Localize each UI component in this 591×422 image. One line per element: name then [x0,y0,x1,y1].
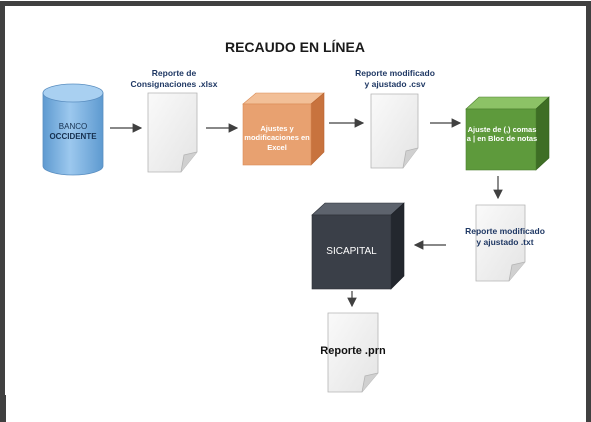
sicapital-cube [311,202,405,290]
document-prn [327,312,379,393]
notepad-label: Ajuste de (,) comas a | en Bloc de notas [460,125,544,144]
xlsx-label: Reporte de Consignaciones .xlsx [120,68,228,89]
csv-label-line1: Reporte modificado [355,68,435,78]
csv-label-line2: y ajustado .csv [364,78,426,89]
excel-label-line2: modificaciones en Excel [244,133,310,152]
document-txt [475,204,526,282]
diagram-title: RECAUDO EN LÍNEA [224,39,365,55]
sicapital-label: SICAPITAL [326,246,377,257]
xlsx-label-line1: Reporte de [151,68,197,78]
txt-label-line1: Reporte modificado [465,226,545,236]
bank-label-line1: BANCO [58,122,88,131]
txt-label-line2: y ajustado .txt [476,236,534,247]
txt-label: Reporte modificado y ajustado .txt [454,226,556,247]
bank-label: BANCO OCCIDENTE [43,122,103,142]
prn-label: Reporte .prn [320,345,386,357]
document-xlsx [147,92,198,173]
excel-label: Ajustes y modificaciones en Excel [236,124,318,152]
bank-cylinder [42,83,104,176]
xlsx-label-line2: Consignaciones .xlsx [130,78,218,89]
excel-cube [242,92,325,166]
document-csv [370,93,419,169]
notepad-cube [465,96,550,171]
notepad-label-line1: Ajuste de (,) comas [467,125,537,134]
csv-label: Reporte modificado y ajustado .csv [343,68,447,89]
notepad-label-line2: a | en Bloc de notas [466,134,538,144]
excel-label-line1: Ajustes y [260,124,294,133]
bank-label-line2: OCCIDENTE [49,132,97,141]
